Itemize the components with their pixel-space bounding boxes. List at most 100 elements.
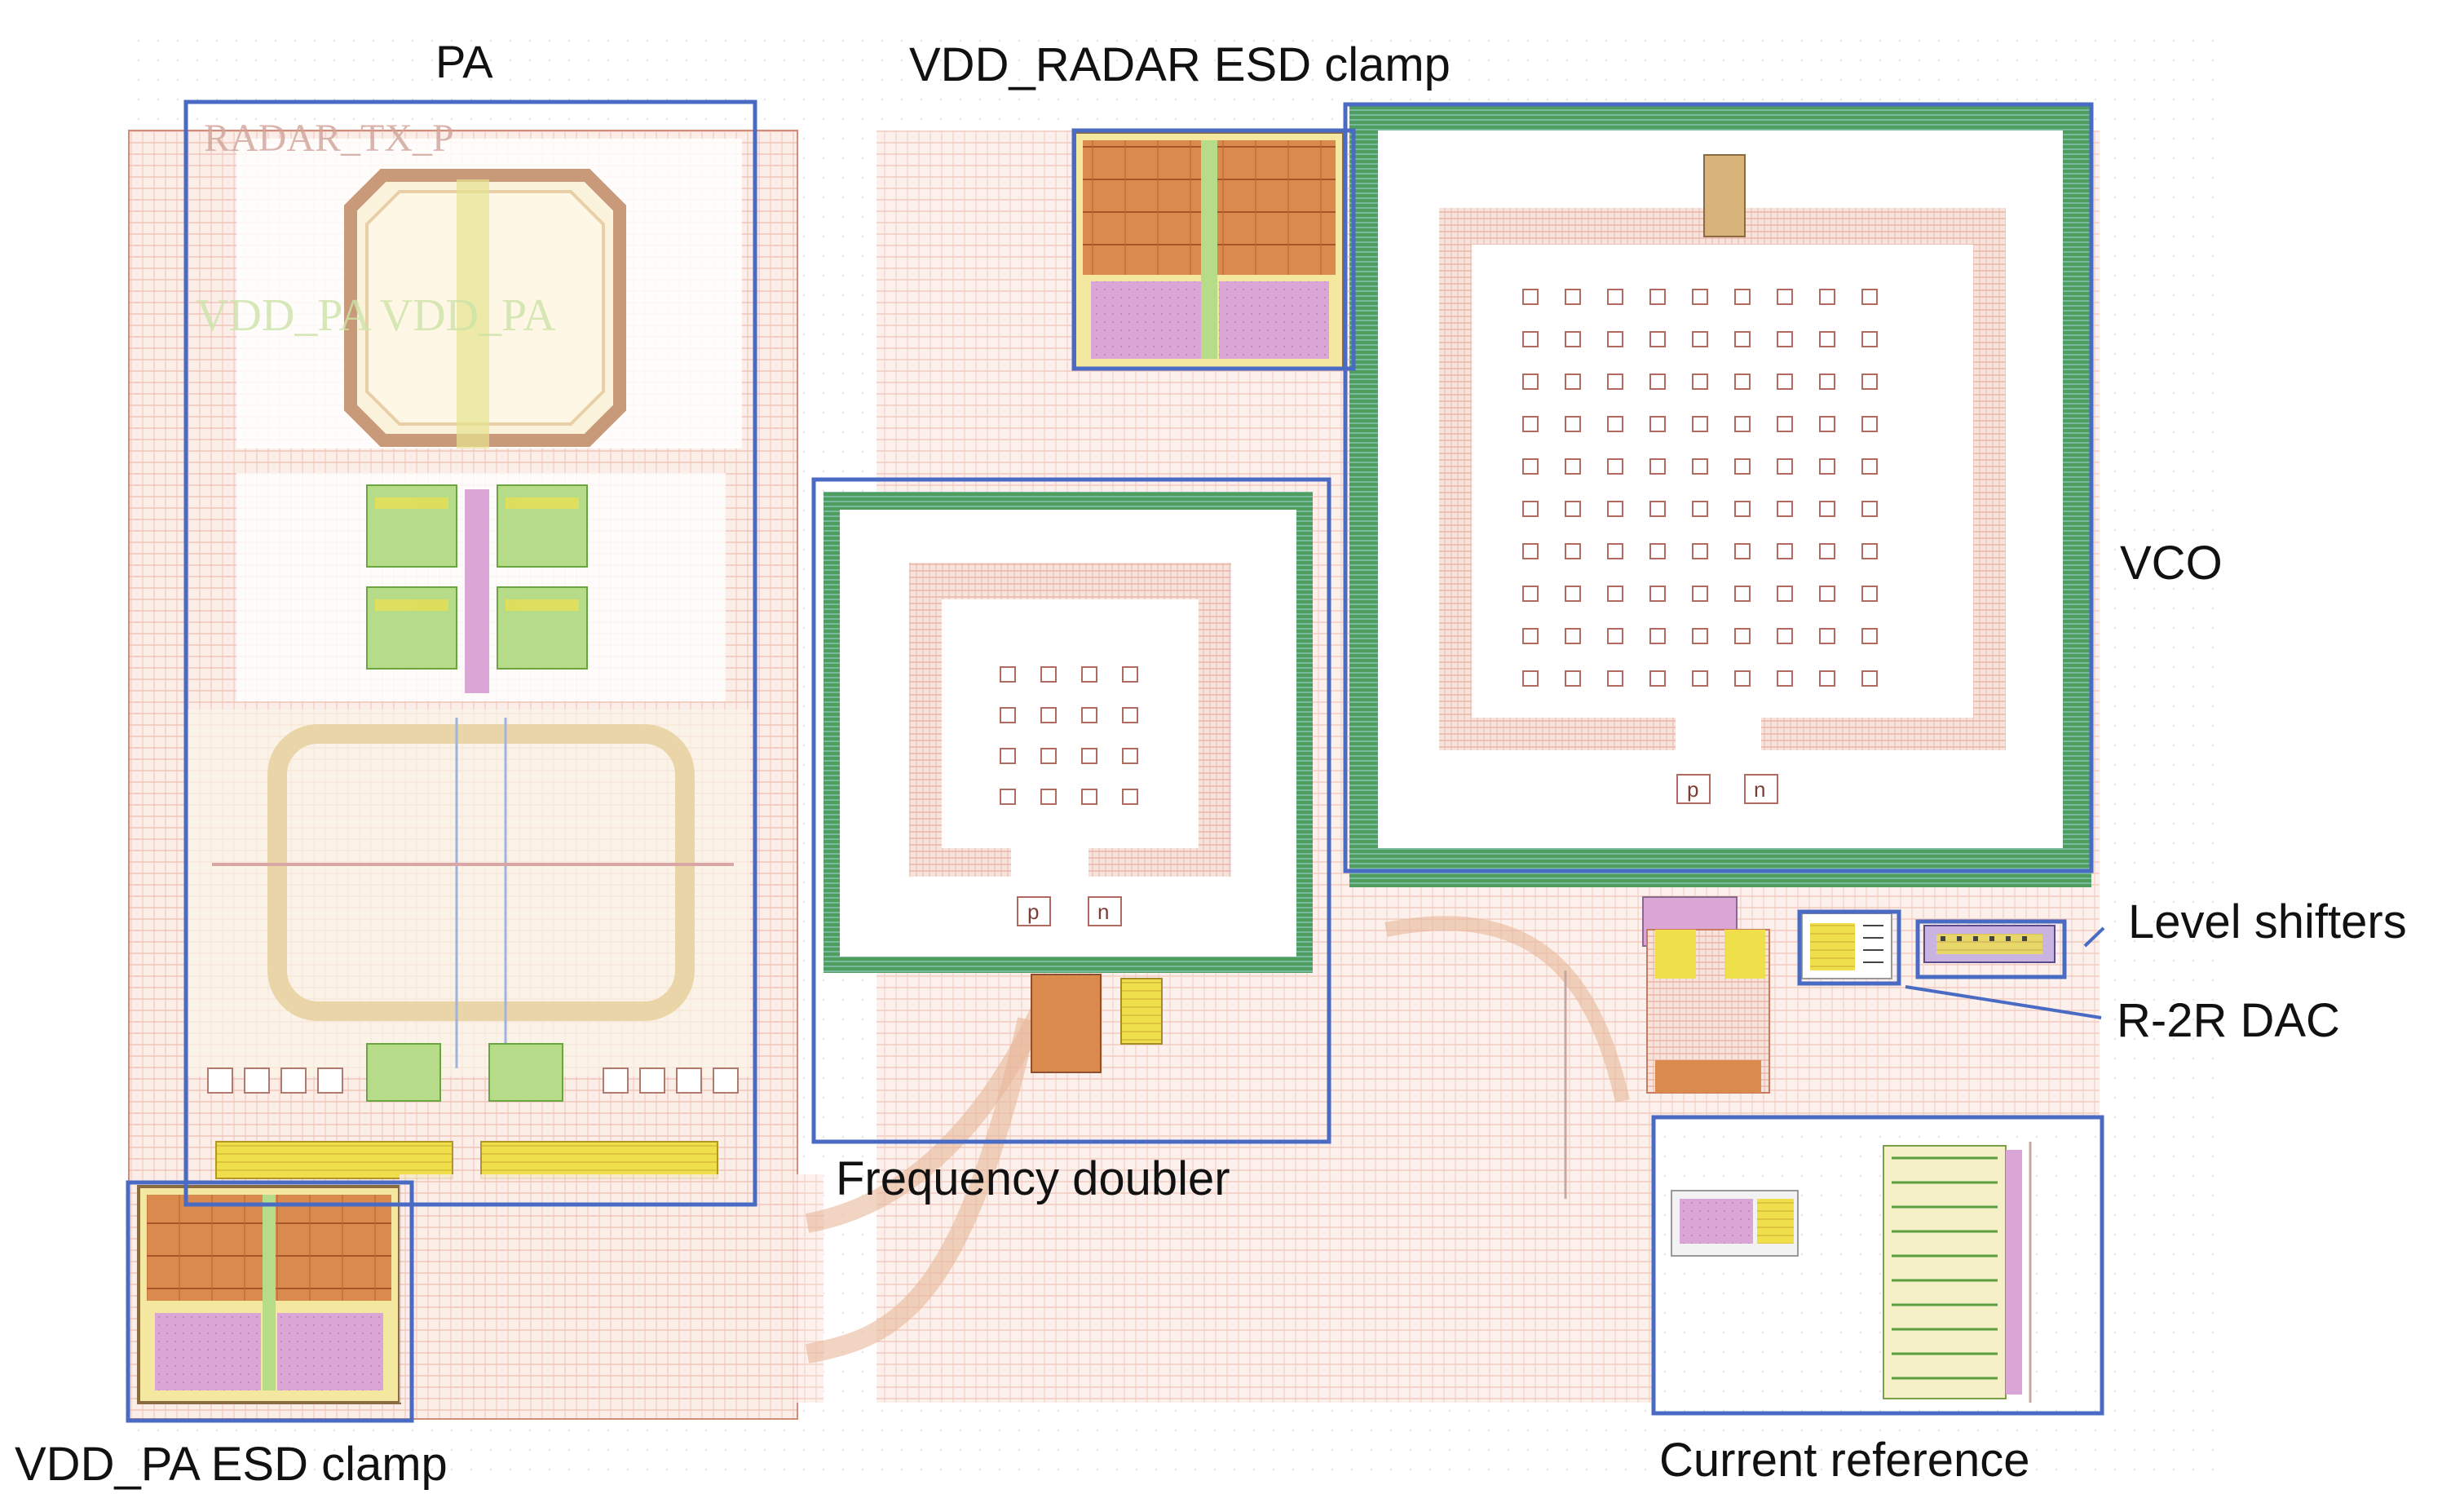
- vco-pad: [1565, 416, 1581, 432]
- callout-lines: [1905, 926, 2105, 1019]
- vco-pad: [1565, 628, 1581, 644]
- vco-pad: [1734, 501, 1751, 517]
- vco-pad: [1861, 289, 1878, 305]
- vco-highlight-box: [1343, 102, 2094, 873]
- doubler-pin-p: p: [1027, 899, 1039, 924]
- vco-pad: [1819, 586, 1835, 602]
- vco-pad: [1819, 374, 1835, 390]
- vco-pad: [1819, 416, 1835, 432]
- vco-pad: [1819, 331, 1835, 347]
- doubler-pin-n: n: [1097, 899, 1109, 924]
- vco-pad: [1607, 458, 1623, 475]
- vco-pad: [1777, 289, 1793, 305]
- vco-pad: [1734, 289, 1751, 305]
- vco-pad: [1692, 501, 1708, 517]
- vco-pad-array: [1522, 289, 1878, 687]
- vco-pad: [1819, 501, 1835, 517]
- vco-pad: [1607, 289, 1623, 305]
- vco-pad: [1692, 289, 1708, 305]
- vco-pad: [1777, 374, 1793, 390]
- vco-pad: [1734, 416, 1751, 432]
- vco-pad: [1522, 331, 1539, 347]
- label-level-shifters: Level shifters: [2128, 895, 2407, 948]
- level-shifters-callout: [2083, 926, 2105, 948]
- vco-pad: [1522, 501, 1539, 517]
- vco-pad: [1819, 543, 1835, 559]
- vco-pad: [1819, 628, 1835, 644]
- r2r-dac-highlight-box: [1797, 909, 1901, 986]
- vco-pad: [1692, 458, 1708, 475]
- vco-pad: [1565, 374, 1581, 390]
- vco-pad: [1607, 501, 1623, 517]
- label-frequency-doubler: Frequency doubler: [836, 1152, 1230, 1205]
- vco-pad: [1565, 458, 1581, 475]
- vco-pad: [1565, 331, 1581, 347]
- vco-pad: [1649, 416, 1666, 432]
- vco-pad: [1777, 501, 1793, 517]
- vco-pad: [1734, 374, 1751, 390]
- vco-pad: [1607, 586, 1623, 602]
- svg-text:VDD_PA VDD_PA: VDD_PA VDD_PA: [196, 290, 556, 341]
- vco-pad: [1692, 416, 1708, 432]
- vco-pad: [1861, 543, 1878, 559]
- level-shifters-layout: [1923, 925, 2056, 963]
- vco-pad: [1861, 586, 1878, 602]
- vco-pad: [1692, 586, 1708, 602]
- vco-pad: [1607, 416, 1623, 432]
- vdd-radar-esd-clamp-layout: [1073, 130, 1345, 370]
- vco-pad: [1649, 374, 1666, 390]
- vco-pad: [1607, 670, 1623, 687]
- vco-pad: [1734, 628, 1751, 644]
- label-current-reference: Current reference: [1659, 1434, 2030, 1487]
- vco-pad: [1522, 289, 1539, 305]
- vco-pad: [1649, 543, 1666, 559]
- doubler-pad-array: [1000, 666, 1138, 805]
- vco-pad: [1861, 628, 1878, 644]
- vco-pad: [1777, 458, 1793, 475]
- frequency-doubler-layout: p n: [824, 492, 1313, 1073]
- vco-pad: [1565, 670, 1581, 687]
- label-vdd-radar-esd-clamp: VDD_RADAR ESD clamp: [909, 38, 1451, 91]
- current-reference-highlight-box: [1651, 1115, 2104, 1416]
- vco-pad: [1607, 543, 1623, 559]
- vco-pad: [1607, 374, 1623, 390]
- vco-pad: [1734, 586, 1751, 602]
- vco-pad: [1649, 289, 1666, 305]
- vco-pad: [1777, 586, 1793, 602]
- vco-pad: [1861, 331, 1878, 347]
- vco-pad: [1649, 586, 1666, 602]
- vco-pad: [1692, 374, 1708, 390]
- pa-layout: RADAR_TX_P VDD_PA VDD_PA: [128, 117, 798, 1420]
- vco-pad: [1692, 543, 1708, 559]
- vco-pad: [1565, 543, 1581, 559]
- vco-pad: [1692, 670, 1708, 687]
- vco-pad: [1734, 331, 1751, 347]
- highlight-boxes: [126, 99, 2104, 1423]
- vco-pad: [1692, 628, 1708, 644]
- vco-pad: [1522, 374, 1539, 390]
- vdd-pa-esd-highlight-box: [126, 1180, 414, 1423]
- label-vco: VCO: [2120, 537, 2223, 590]
- vco-pad: [1649, 670, 1666, 687]
- vco-pad: [1861, 670, 1878, 687]
- vco-pad: [1861, 501, 1878, 517]
- vco-pad: [1649, 331, 1666, 347]
- vco-pin-n: n: [1754, 777, 1765, 802]
- label-vdd-pa-esd-clamp: VDD_PA ESD clamp: [15, 1438, 448, 1491]
- vco-pad: [1734, 543, 1751, 559]
- label-r2r-dac: R-2R DAC: [2117, 994, 2340, 1047]
- frequency-doubler-highlight-box: [811, 477, 1331, 1144]
- vco-pad: [1607, 628, 1623, 644]
- vco-layout: p n: [1349, 104, 2091, 1094]
- vdd-pa-esd-clamp-layout: [137, 1185, 401, 1404]
- vco-pad: [1777, 331, 1793, 347]
- vco-pad: [1522, 543, 1539, 559]
- vco-pad: [1522, 416, 1539, 432]
- vco-pad: [1649, 458, 1666, 475]
- vco-pad: [1649, 501, 1666, 517]
- current-reference-layout: [1655, 1119, 2100, 1412]
- vco-pad: [1777, 543, 1793, 559]
- vco-pad: [1565, 289, 1581, 305]
- vco-pad: [1777, 670, 1793, 687]
